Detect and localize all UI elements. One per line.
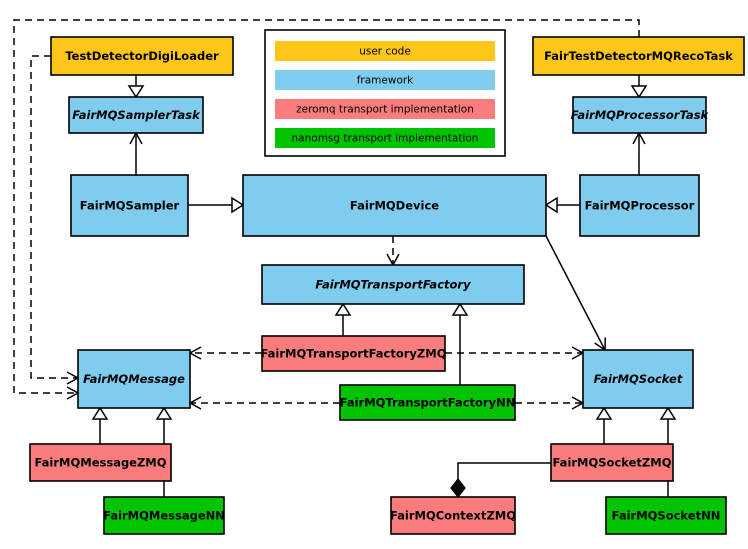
generalization-arrowhead-icon bbox=[630, 85, 648, 99]
class-node-FairMQProcessorTask[interactable]: FairMQProcessorTask bbox=[571, 96, 710, 134]
edge-processor-device bbox=[544, 196, 580, 214]
class-box bbox=[532, 36, 745, 76]
class-node-FairMQSocketNN[interactable]: FairMQSocketNN bbox=[605, 496, 727, 535]
class-box bbox=[29, 443, 172, 482]
class-box bbox=[103, 496, 225, 535]
class-name-label: FairMQSocketZMQ bbox=[553, 456, 672, 470]
edge-sampler-device bbox=[188, 196, 245, 214]
edge-factoryzmq-socket bbox=[445, 346, 585, 360]
class-box bbox=[68, 96, 204, 134]
composition-diamond-icon bbox=[450, 478, 466, 498]
edge-path bbox=[457, 462, 551, 483]
generalization-arrowhead-icon bbox=[231, 196, 245, 214]
class-box bbox=[572, 96, 707, 134]
class-name-label: FairMQContextZMQ bbox=[390, 509, 516, 523]
generalization-arrowhead-icon bbox=[451, 302, 469, 316]
legend-item-1: framework bbox=[275, 70, 495, 90]
class-box bbox=[582, 349, 694, 409]
class-box bbox=[261, 335, 446, 372]
class-name-label: FairMQSamplerTask bbox=[72, 108, 201, 122]
generalization-arrowhead-icon bbox=[155, 406, 173, 420]
class-name-label: FairMQSocket bbox=[594, 372, 683, 386]
class-node-FairTestDetectorMQRecoTask[interactable]: FairTestDetectorMQRecoTask bbox=[532, 36, 745, 76]
legend-item-3: nanomsg transport implementation bbox=[275, 128, 495, 148]
legend-label: nanomsg transport implementation bbox=[292, 133, 479, 145]
class-box bbox=[77, 349, 191, 409]
class-name-label: FairMQTransportFactoryZMQ bbox=[260, 347, 446, 361]
class-name-label: FairMQSampler bbox=[80, 199, 180, 213]
class-name-label: FairMQProcessor bbox=[585, 199, 695, 213]
class-box bbox=[261, 264, 525, 305]
class-node-FairMQMessageNN[interactable]: FairMQMessageNN bbox=[103, 496, 225, 535]
class-name-label: FairMQDevice bbox=[350, 199, 439, 213]
class-node-FairMQProcessor[interactable]: FairMQProcessor bbox=[579, 174, 700, 237]
generalization-arrowhead-icon bbox=[91, 406, 109, 420]
edge-factoryzmq-factory bbox=[334, 302, 352, 336]
class-node-FairMQContextZMQ[interactable]: FairMQContextZMQ bbox=[390, 496, 516, 535]
edge-sampler-samplertask bbox=[129, 131, 143, 175]
nodes-layer: TestDetectorDigiLoaderFairMQSamplerTaskF… bbox=[29, 36, 745, 535]
legend-layer: user code framework zeromq transport imple… bbox=[264, 29, 506, 157]
class-name-label: FairMQTransportFactoryNN bbox=[340, 396, 516, 410]
edge-factorynn-message bbox=[188, 396, 340, 410]
class-node-FairMQMessage[interactable]: FairMQMessage bbox=[77, 349, 191, 409]
class-box bbox=[390, 496, 516, 535]
class-node-FairMQDevice[interactable]: FairMQDevice bbox=[242, 174, 547, 237]
class-box bbox=[242, 174, 547, 237]
legend-swatch bbox=[275, 128, 495, 148]
edge-digiloader-samplertask bbox=[127, 75, 145, 99]
generalization-arrowhead-icon bbox=[659, 406, 677, 420]
class-node-FairMQTransportFactoryZMQ[interactable]: FairMQTransportFactoryZMQ bbox=[260, 335, 447, 372]
edge-messagezmq-message bbox=[91, 406, 109, 444]
edge-factorynn-socket bbox=[515, 396, 585, 410]
edge-path bbox=[13, 19, 640, 394]
generalization-arrowhead-icon bbox=[595, 406, 613, 420]
edge-device-socket bbox=[545, 235, 607, 352]
class-node-FairMQTransportFactory[interactable]: FairMQTransportFactory bbox=[261, 264, 525, 305]
class-name-label: FairMQMessageNN bbox=[103, 509, 225, 523]
class-node-FairMQSocket[interactable]: FairMQSocket bbox=[582, 349, 694, 409]
class-name-label: FairMQMessage bbox=[83, 372, 185, 386]
legend-label: user code bbox=[359, 46, 411, 58]
edge-factorynn-factory bbox=[451, 302, 469, 385]
legend-label: framework bbox=[357, 75, 414, 87]
edge-socketzmq-contextzmq bbox=[450, 462, 551, 498]
generalization-arrowhead-icon bbox=[544, 196, 558, 214]
class-name-label: TestDetectorDigiLoader bbox=[65, 49, 219, 63]
legend-swatch bbox=[275, 41, 495, 61]
class-name-label: FairMQProcessorTask bbox=[571, 108, 710, 122]
generalization-arrowhead-icon bbox=[127, 85, 145, 99]
edge-socketzmq-socket bbox=[595, 406, 613, 444]
class-name-label: FairMQSocketNN bbox=[612, 509, 721, 523]
class-node-FairMQTransportFactoryNN[interactable]: FairMQTransportFactoryNN bbox=[339, 384, 516, 421]
legend-swatch bbox=[275, 70, 495, 90]
class-box bbox=[605, 496, 727, 535]
class-node-TestDetectorDigiLoader[interactable]: TestDetectorDigiLoader bbox=[50, 36, 234, 76]
class-box bbox=[50, 36, 234, 76]
class-name-label: FairMQTransportFactory bbox=[315, 278, 471, 292]
class-box bbox=[70, 174, 189, 237]
class-box bbox=[579, 174, 700, 237]
legend-swatch bbox=[275, 99, 495, 119]
edge-path bbox=[30, 55, 77, 379]
edge-device-transportfactory bbox=[386, 236, 400, 267]
edge-processor-processortask bbox=[632, 131, 646, 175]
edge-path bbox=[545, 235, 606, 350]
edge-factoryzmq-message bbox=[188, 346, 262, 360]
class-node-FairMQMessageZMQ[interactable]: FairMQMessageZMQ bbox=[29, 443, 172, 482]
legend-item-0: user code bbox=[275, 41, 495, 61]
legend-label: zeromq transport implementation bbox=[296, 104, 474, 116]
generalization-arrowhead-icon bbox=[334, 302, 352, 316]
class-box bbox=[339, 384, 516, 421]
edge-recotask-processortask bbox=[630, 75, 648, 99]
class-name-label: FairMQMessageZMQ bbox=[34, 456, 166, 470]
class-name-label: FairTestDetectorMQRecoTask bbox=[544, 49, 733, 63]
legend-item-2: zeromq transport implementation bbox=[275, 99, 495, 119]
class-box bbox=[550, 443, 674, 482]
class-node-FairMQSamplerTask[interactable]: FairMQSamplerTask bbox=[68, 96, 204, 134]
class-node-FairMQSampler[interactable]: FairMQSampler bbox=[70, 174, 189, 237]
class-node-FairMQSocketZMQ[interactable]: FairMQSocketZMQ bbox=[550, 443, 674, 482]
